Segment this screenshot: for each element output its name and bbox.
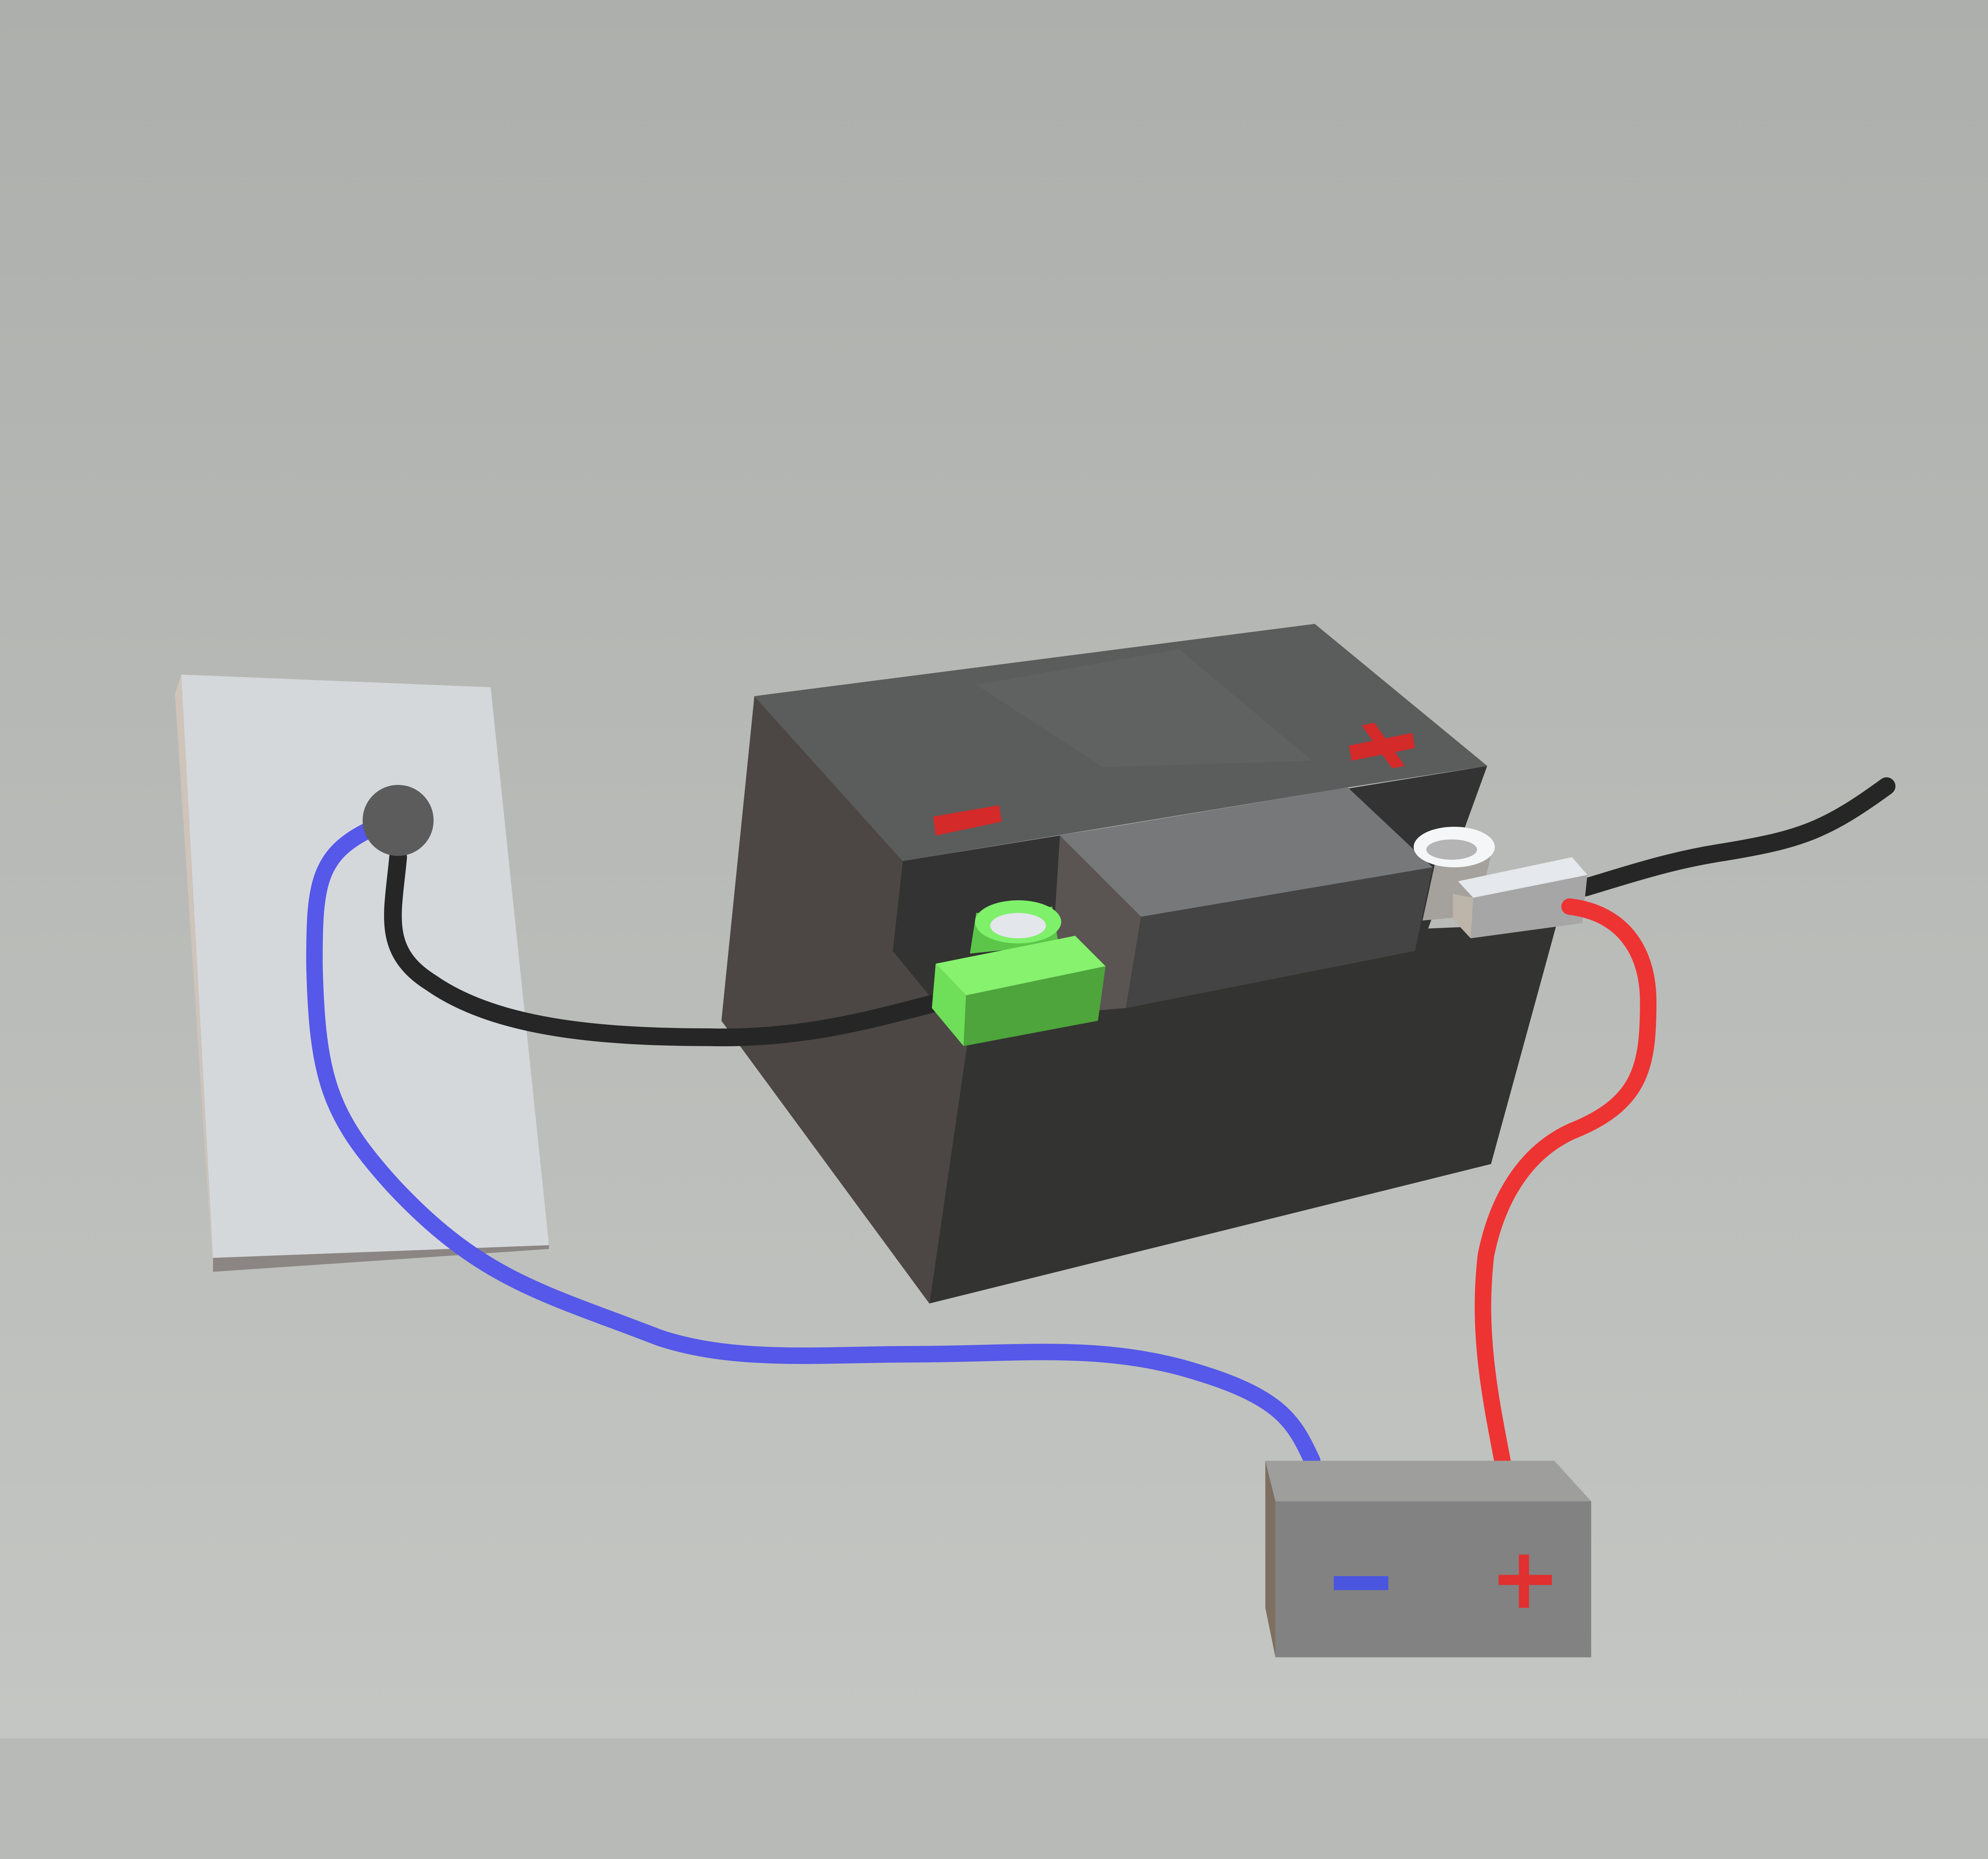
battery-minus-symbol bbox=[933, 805, 1002, 836]
negative-terminal-clamp[interactable] bbox=[932, 900, 1106, 1046]
battery-plus-symbol bbox=[1349, 723, 1415, 769]
device-minus-symbol bbox=[1334, 1576, 1388, 1590]
wall-plug-knob bbox=[362, 785, 434, 856]
red-wire bbox=[1475, 898, 1657, 1469]
blue-wire bbox=[306, 822, 1321, 1469]
black-wire-right bbox=[1576, 777, 1896, 897]
device-plus-symbol bbox=[1499, 1554, 1552, 1608]
wall-outlet-plate-icon bbox=[175, 674, 549, 1272]
black-wire-left bbox=[384, 848, 960, 1047]
load-device-box-icon bbox=[1265, 1461, 1591, 1657]
battery-circuit-scene bbox=[0, 0, 1988, 1739]
positive-terminal-clamp[interactable] bbox=[1413, 827, 1588, 938]
